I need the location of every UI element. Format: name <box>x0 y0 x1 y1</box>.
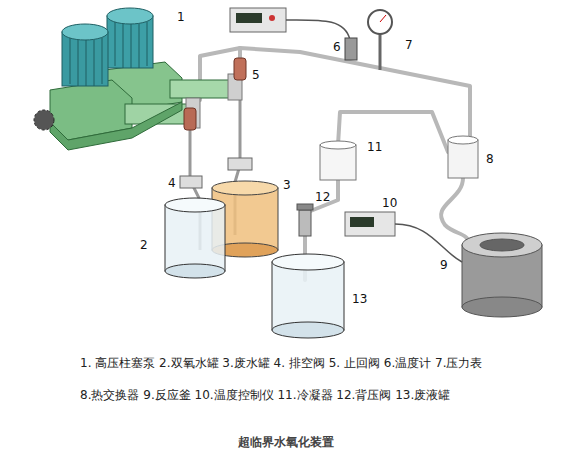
condenser-body <box>320 145 356 180</box>
callout-number: 6 <box>333 40 341 54</box>
condenser <box>320 141 356 180</box>
callout-number: 3 <box>283 178 291 192</box>
temperature-controller <box>345 212 462 262</box>
display-screen <box>236 13 262 23</box>
callout-number: 13 <box>352 292 367 306</box>
callout-number: 10 <box>382 196 397 210</box>
parts-key-line: 1. 高压柱塞泵 2.双氧水罐 3.废水罐 4. 排空阀 5. 止回阀 6.温度… <box>80 355 482 371</box>
tank-bottom <box>165 264 225 278</box>
controller-case <box>345 212 395 236</box>
gauge-needle <box>380 15 386 22</box>
gauge-dial <box>368 10 392 34</box>
reactor-opening <box>480 239 524 251</box>
callout-number: 9 <box>440 258 448 272</box>
sensor <box>345 38 357 60</box>
stroke-knob <box>34 110 54 130</box>
motor-fin <box>94 40 95 86</box>
figure-caption: 超临界水氧化装置 <box>238 434 334 450</box>
pump-head <box>170 80 232 98</box>
tank-rim <box>272 254 344 270</box>
motor-fin <box>70 38 71 84</box>
check-valve <box>184 108 196 130</box>
reactor-top <box>462 233 542 257</box>
valve-knob <box>297 204 313 210</box>
motor-fin <box>123 24 124 68</box>
vent-valve <box>180 176 202 188</box>
parts-key-line: 8.热交换器 9.反应釜 10.温度控制仪 11.冷凝器 12.背压阀 13.废… <box>80 387 450 403</box>
motor-top <box>107 8 153 24</box>
callout-number: 2 <box>140 238 148 252</box>
callout-number: 12 <box>315 190 330 204</box>
motor-fin <box>102 38 103 84</box>
exchanger-body <box>448 140 478 178</box>
callout-number: 5 <box>252 68 260 82</box>
waste-liquid-tank <box>272 254 344 338</box>
motor-fin <box>78 40 79 86</box>
controller-wire <box>395 224 462 262</box>
callout-number: 1 <box>177 10 185 24</box>
motor-fin <box>86 40 87 86</box>
tank-rim <box>165 198 225 212</box>
thermometer <box>230 8 357 60</box>
sensor-wire <box>286 20 350 40</box>
back-pressure-valve <box>297 204 313 236</box>
exchanger-top <box>448 136 478 144</box>
tank-body <box>272 262 344 330</box>
condenser-top <box>320 141 356 149</box>
check-valve <box>234 58 246 80</box>
gauge-stem <box>379 34 382 70</box>
feed-pipe <box>240 48 470 140</box>
controller-screen <box>350 217 374 227</box>
reactor <box>462 233 542 317</box>
callout-number: 8 <box>486 152 494 166</box>
tank-body <box>165 205 225 271</box>
callout-number: 7 <box>405 38 413 52</box>
callout-number: 11 <box>367 140 382 154</box>
heat-exchanger <box>448 136 478 178</box>
pump-motor <box>62 8 153 86</box>
motor-fin <box>139 24 140 68</box>
tank-rim <box>212 181 278 195</box>
coil-pipe <box>441 178 470 245</box>
valve-body <box>299 210 311 236</box>
vent-valve <box>228 158 252 170</box>
motor-fin <box>115 22 116 66</box>
pump-foot <box>50 102 182 150</box>
callout-number: 4 <box>168 176 176 190</box>
motor-top <box>62 24 108 40</box>
motor-fin <box>131 24 132 68</box>
display-case <box>230 8 286 32</box>
hydrogen-peroxide-tank <box>165 198 225 278</box>
tank-bottom <box>272 322 344 338</box>
reactor-bottom <box>462 297 542 317</box>
pipework <box>200 48 470 280</box>
pressure-gauge <box>368 10 392 70</box>
display-button <box>269 15 275 21</box>
motor-fin <box>147 22 148 66</box>
